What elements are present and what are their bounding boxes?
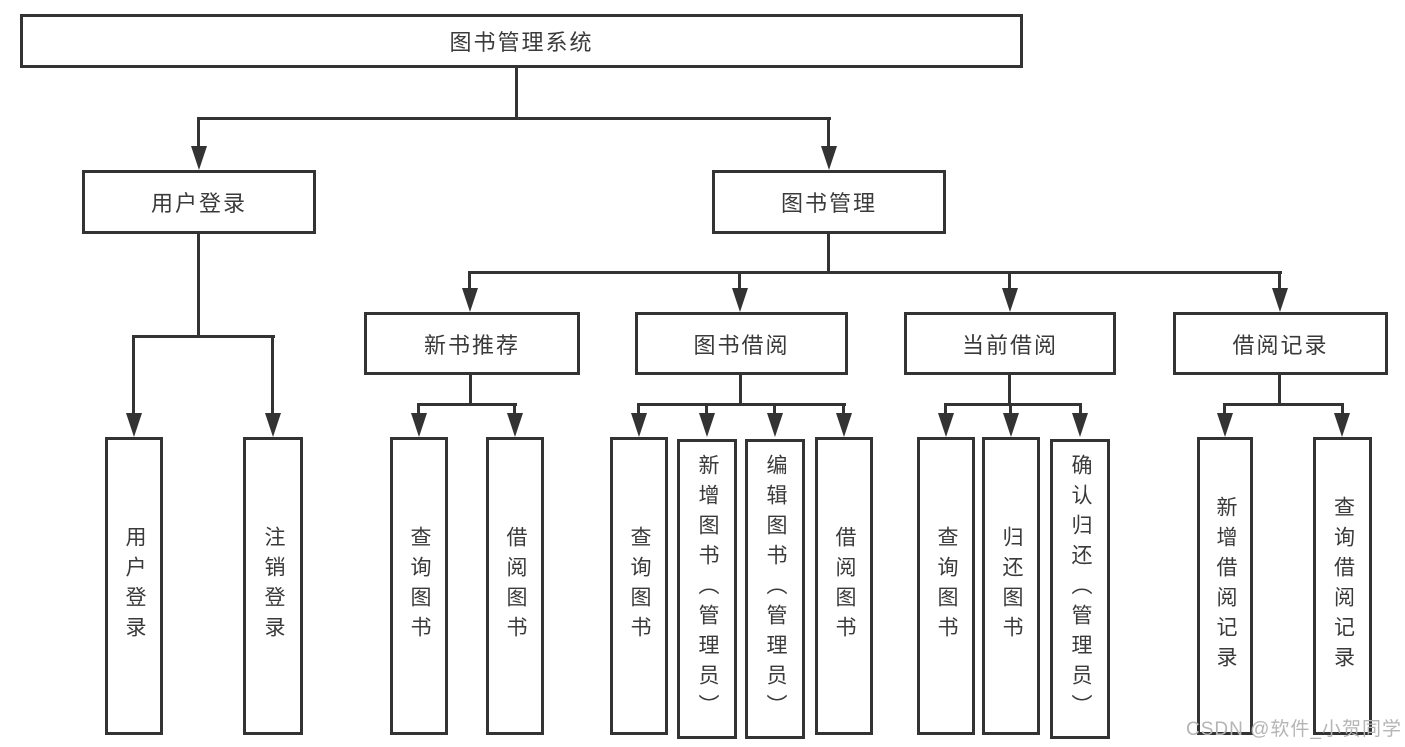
node-label: 确认归还（管理员） <box>1069 454 1092 724</box>
arrow-down-icon <box>836 413 852 437</box>
connector-crossbar <box>417 403 517 406</box>
arrow-down-icon <box>411 413 427 437</box>
node-label: 图书管理 <box>780 191 877 216</box>
arrow-down-icon <box>699 413 715 437</box>
node-label: 新增借阅记录 <box>1214 496 1237 676</box>
arrow-down-icon <box>1272 288 1288 312</box>
node-label: 用户登录 <box>150 191 247 216</box>
leaf-query-borrow-record: 查询借阅记录 <box>1313 437 1372 735</box>
arrow-down-icon <box>462 288 478 312</box>
node-label: 新增图书（管理员） <box>696 454 719 724</box>
node-label: 查询图书 <box>408 526 431 646</box>
arrow-down-icon <box>1072 413 1088 437</box>
connector-root-stem <box>515 68 518 120</box>
arrow-down-icon <box>126 413 142 437</box>
node-label: 查询借阅记录 <box>1331 496 1355 676</box>
connector-stub <box>738 271 741 290</box>
connector-stub <box>1009 403 1012 417</box>
connector-stub <box>1341 403 1344 417</box>
connector-user-login-crossbar <box>132 335 275 338</box>
node-label: 查询图书 <box>935 526 958 646</box>
arrow-down-icon <box>1217 413 1233 437</box>
connector-crossbar <box>637 403 846 406</box>
arrow-down-icon <box>1334 413 1350 437</box>
connector-stub <box>468 271 471 290</box>
node-label: 用户登录 <box>123 526 146 646</box>
leaf-edit-book-admin: 编辑图书（管理员） <box>745 439 805 739</box>
arrow-down-icon <box>821 146 837 170</box>
arrow-down-icon <box>767 413 783 437</box>
node-label: 新书推荐 <box>423 332 520 358</box>
connector-stub <box>944 403 947 417</box>
node-label: 查询图书 <box>628 526 651 646</box>
arrow-down-icon <box>1003 413 1019 437</box>
leaf-logout: 注销登录 <box>243 437 303 735</box>
connector-stub <box>1079 403 1082 417</box>
arrow-down-icon <box>938 413 954 437</box>
leaf-borrow-book-recommend: 借阅图书 <box>486 437 544 735</box>
node-library-management-system: 图书管理系统 <box>20 14 1023 68</box>
connector-stub <box>1008 271 1011 290</box>
node-book-management: 图书管理 <box>712 170 946 234</box>
arrow-down-icon <box>265 413 281 437</box>
connector-crossbar <box>1223 403 1344 406</box>
arrow-down-icon <box>1002 288 1018 312</box>
arrow-down-icon <box>191 146 207 170</box>
node-label: 注销登录 <box>262 526 285 646</box>
connector-stub <box>271 335 274 415</box>
connector-stub <box>705 403 708 417</box>
connector-stem <box>469 375 472 406</box>
connector-stub <box>1278 271 1281 290</box>
node-label: 借阅图书 <box>833 526 856 646</box>
csdn-watermark: CSDN @软件_小贺同学 <box>1186 719 1402 740</box>
node-label: 借阅记录 <box>1232 332 1329 358</box>
connector-stub <box>842 403 845 417</box>
node-user-login: 用户登录 <box>82 170 316 234</box>
connector-stub <box>827 117 830 148</box>
connector-stem <box>1008 375 1011 406</box>
connector-user-login-stem <box>197 234 200 338</box>
node-book-borrow: 图书借阅 <box>635 312 848 375</box>
connector-stem <box>1278 375 1281 406</box>
leaf-return-book: 归还图书 <box>982 437 1040 735</box>
arrow-down-icon <box>507 413 523 437</box>
leaf-query-book-recommend: 查询图书 <box>390 437 448 735</box>
connector-book-mgmt-stem <box>827 234 830 274</box>
leaf-query-book-current: 查询图书 <box>917 437 975 735</box>
leaf-add-book-admin: 新增图书（管理员） <box>677 439 737 739</box>
leaf-add-borrow-record: 新增借阅记录 <box>1197 437 1253 735</box>
connector-stub <box>1223 403 1226 417</box>
connector-stub <box>773 403 776 417</box>
node-label: 借阅图书 <box>504 526 527 646</box>
node-label: 图书借阅 <box>693 332 790 358</box>
node-current-borrow: 当前借阅 <box>904 312 1116 375</box>
node-borrow-record: 借阅记录 <box>1173 312 1388 375</box>
connector-crossbar <box>944 403 1082 406</box>
node-label: 编辑图书（管理员） <box>764 454 787 724</box>
arrow-down-icon <box>631 413 647 437</box>
leaf-query-book-borrow: 查询图书 <box>610 437 668 735</box>
connector-stub <box>513 403 516 417</box>
leaf-confirm-return-admin: 确认归还（管理员） <box>1050 439 1110 739</box>
connector-root-crossbar <box>197 117 831 120</box>
node-label: 当前借阅 <box>961 332 1058 358</box>
connector-stub <box>197 117 200 148</box>
node-label: 图书管理系统 <box>449 30 594 55</box>
connector-stub <box>637 403 640 417</box>
connector-book-mgmt-crossbar <box>468 271 1282 274</box>
arrow-down-icon <box>732 288 748 312</box>
node-label: 归还图书 <box>1000 526 1023 646</box>
connector-stub <box>132 335 135 415</box>
leaf-user-login: 用户登录 <box>105 437 163 735</box>
leaf-borrow-book: 借阅图书 <box>815 437 873 735</box>
connector-stub <box>417 403 420 417</box>
connector-stem <box>739 375 742 406</box>
node-new-book-recommend: 新书推荐 <box>364 312 580 375</box>
